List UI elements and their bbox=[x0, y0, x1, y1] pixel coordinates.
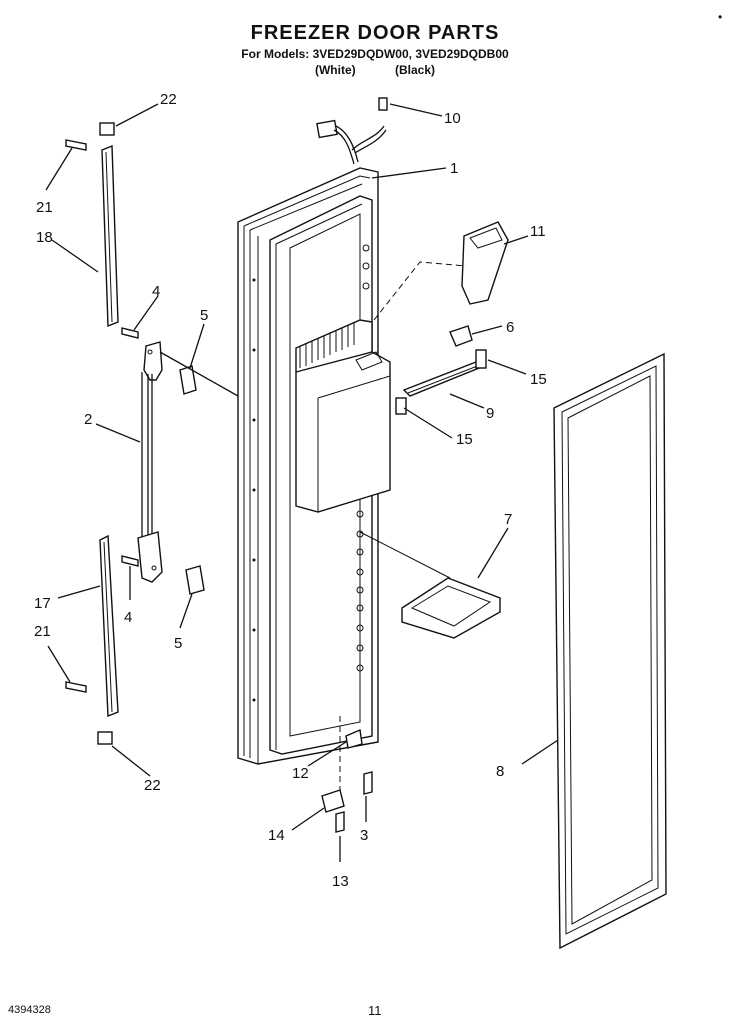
leader-lines bbox=[45, 103, 559, 862]
callout-21: 21 bbox=[34, 623, 51, 640]
hinge-bar-part bbox=[137, 341, 163, 583]
callout-13: 13 bbox=[332, 873, 349, 890]
screws-and-clips bbox=[121, 327, 205, 595]
clip-part bbox=[449, 325, 473, 347]
door-shelf-part bbox=[401, 577, 501, 639]
callout-3: 3 bbox=[360, 827, 368, 844]
callout-4: 4 bbox=[124, 609, 132, 626]
callout-22: 22 bbox=[160, 91, 177, 108]
corner-mark: • bbox=[718, 10, 723, 24]
callout-2: 2 bbox=[84, 411, 92, 428]
callout-8: 8 bbox=[496, 763, 504, 780]
callout-21: 21 bbox=[36, 199, 53, 216]
callout-12: 12 bbox=[292, 765, 309, 782]
callout-6: 6 bbox=[506, 319, 514, 336]
page-title: FREEZER DOOR PARTS bbox=[250, 22, 500, 44]
top-trim-strip-part bbox=[65, 122, 119, 328]
bottom-hinge-parts bbox=[321, 716, 373, 833]
door-panel-part bbox=[237, 167, 391, 765]
color-black-label: (Black) bbox=[394, 63, 435, 77]
bottom-trim-strip-part bbox=[65, 534, 119, 745]
callout-5: 5 bbox=[200, 307, 208, 324]
door-gasket-part bbox=[553, 352, 667, 950]
callout-17: 17 bbox=[34, 595, 51, 612]
callout-5: 5 bbox=[174, 635, 182, 652]
callout-7: 7 bbox=[504, 511, 512, 528]
callout-11: 11 bbox=[530, 223, 546, 240]
callout-15: 15 bbox=[530, 371, 547, 388]
end-cap-part bbox=[395, 397, 407, 415]
model-numbers: For Models: 3VED29DQDW00, 3VED29DQDB00 bbox=[241, 47, 509, 61]
callout-4: 4 bbox=[152, 283, 160, 300]
callout-1: 1 bbox=[450, 160, 458, 177]
wire-harness-part bbox=[316, 97, 388, 165]
callout-labels: 1 10 11 6 15 9 15 7 8 22 21 18 4 5 2 4 5… bbox=[34, 91, 547, 890]
page-number: 11 bbox=[368, 1003, 382, 1018]
ice-chute-part bbox=[461, 221, 509, 305]
model-colors: (White) (Black) bbox=[0, 63, 750, 77]
callout-14: 14 bbox=[268, 827, 285, 844]
callout-15: 15 bbox=[456, 431, 473, 448]
end-cap-part bbox=[475, 349, 487, 369]
cross-bar-part bbox=[402, 361, 486, 397]
callout-10: 10 bbox=[444, 110, 461, 127]
callout-18: 18 bbox=[36, 229, 53, 246]
color-white-label: (White) bbox=[314, 63, 356, 77]
callout-9: 9 bbox=[486, 405, 494, 422]
document-number: 4394328 bbox=[8, 1004, 51, 1016]
callout-22: 22 bbox=[144, 777, 161, 794]
